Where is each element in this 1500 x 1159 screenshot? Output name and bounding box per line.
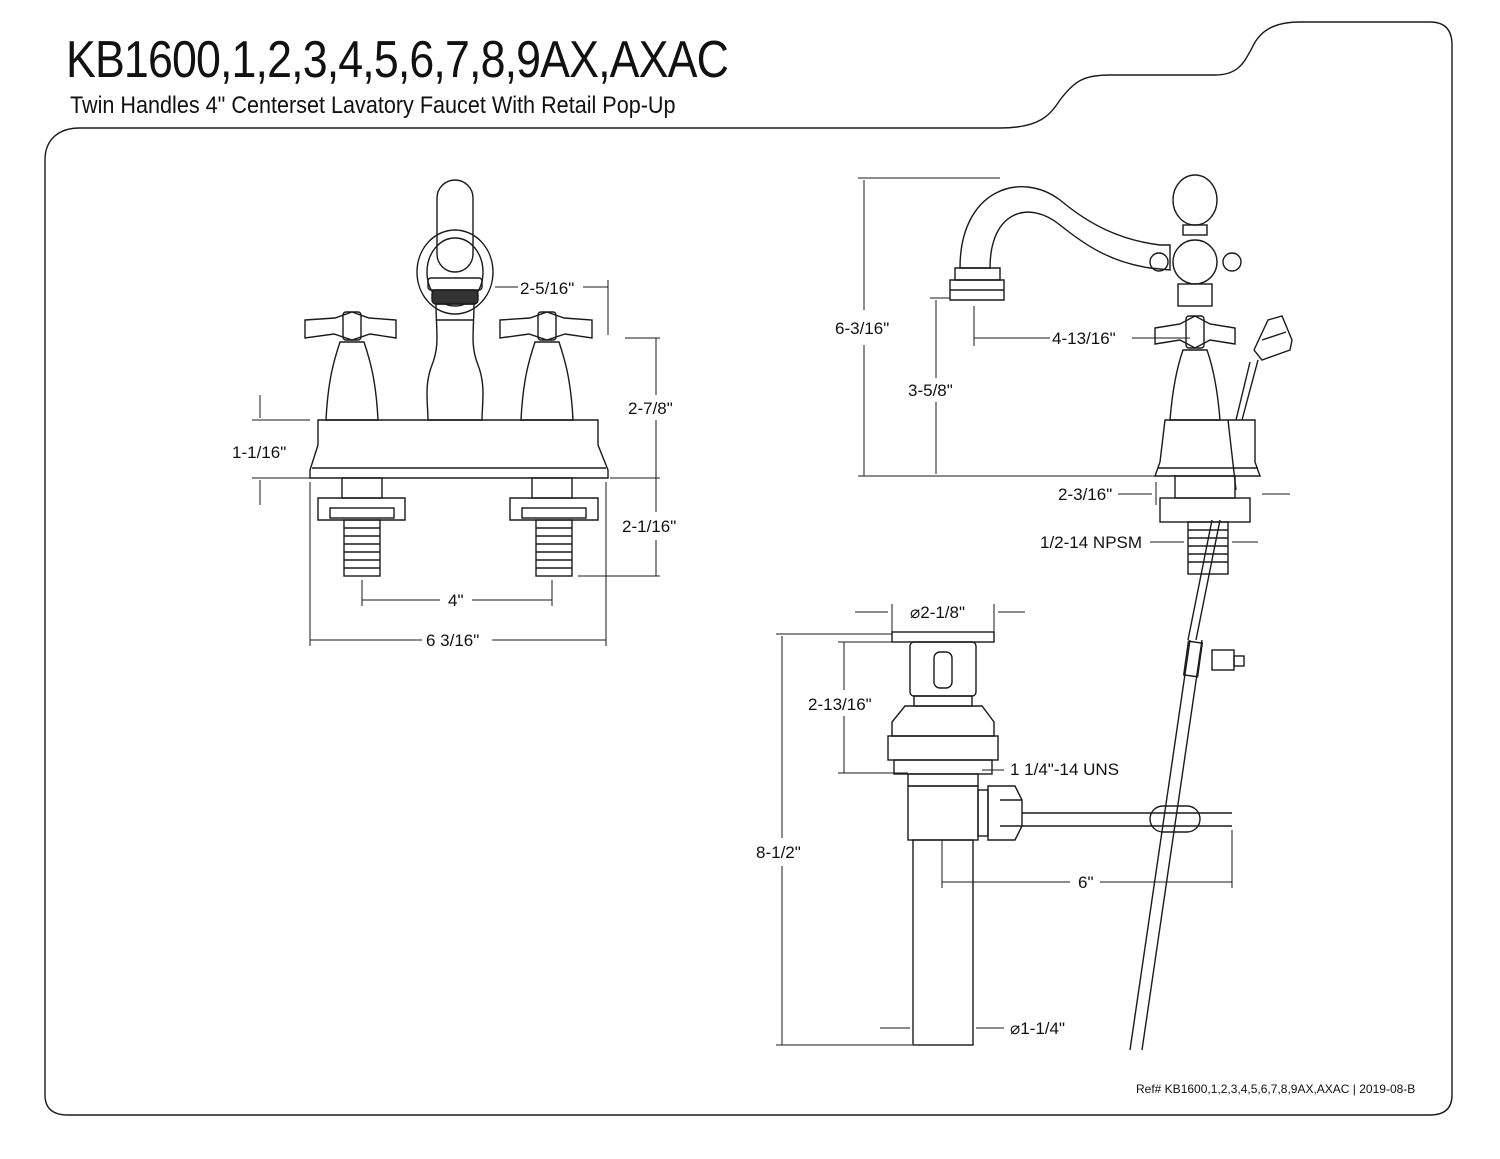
dim-center-spacing: 4"	[448, 591, 464, 610]
front-view-dimensions	[252, 280, 660, 646]
drain-view-labels: ⌀2-1/8" 2-13/16" 1 1/4"-14 UNS 8-1/2" 6"…	[756, 603, 1119, 1038]
dim-spout-to-handle: 2-5/16"	[520, 279, 574, 298]
reference-number: Ref# KB1600,1,2,3,4,5,6,7,8,9AX,AXAC | 2…	[1136, 1082, 1416, 1096]
drain-view-dimensions	[776, 604, 1233, 1046]
dim-overall-height: 6-3/16"	[835, 319, 889, 338]
front-view-labels: 2-5/16" 2-7/8" 1-1/16" 2-1/16" 4" 6 3/16…	[232, 279, 676, 650]
dim-thread: 1/2-14 NPSM	[1040, 533, 1142, 552]
dim-shank-length: 2-1/16"	[622, 517, 676, 536]
dim-drain-overall-height: 8-1/2"	[756, 843, 801, 862]
dim-base-depth: 2-3/16"	[1058, 485, 1112, 504]
page-title: KB1600,1,2,3,4,5,6,7,8,9AX,AXAC	[66, 31, 729, 89]
dim-tail-diameter: ⌀1-1/4"	[1010, 1019, 1065, 1038]
side-view-dimensions	[858, 177, 1290, 543]
front-view-drawing	[304, 179, 609, 577]
sheet-border	[44, 21, 1453, 1116]
dim-base-height: 1-1/16"	[232, 443, 286, 462]
dim-rod-length: 6"	[1078, 873, 1094, 892]
dim-body-height: 2-13/16"	[808, 695, 872, 714]
side-view-drawing	[949, 174, 1293, 641]
side-view-labels: 6-3/16" 4-13/16" 3-5/8" 2-3/16" 1/2-14 N…	[835, 319, 1142, 552]
dim-overall-width: 6 3/16"	[426, 631, 479, 650]
dim-handle-height: 2-7/8"	[628, 399, 673, 418]
drain-view-drawing	[887, 631, 1245, 1051]
dim-spout-clearance: 3-5/8"	[908, 381, 953, 400]
page-subtitle: Twin Handles 4" Centerset Lavatory Fauce…	[70, 92, 676, 119]
dim-spout-reach: 4-13/16"	[1052, 329, 1116, 348]
dim-flange-diameter: ⌀2-1/8"	[910, 603, 965, 622]
dim-drain-thread: 1 1/4"-14 UNS	[1010, 760, 1119, 779]
